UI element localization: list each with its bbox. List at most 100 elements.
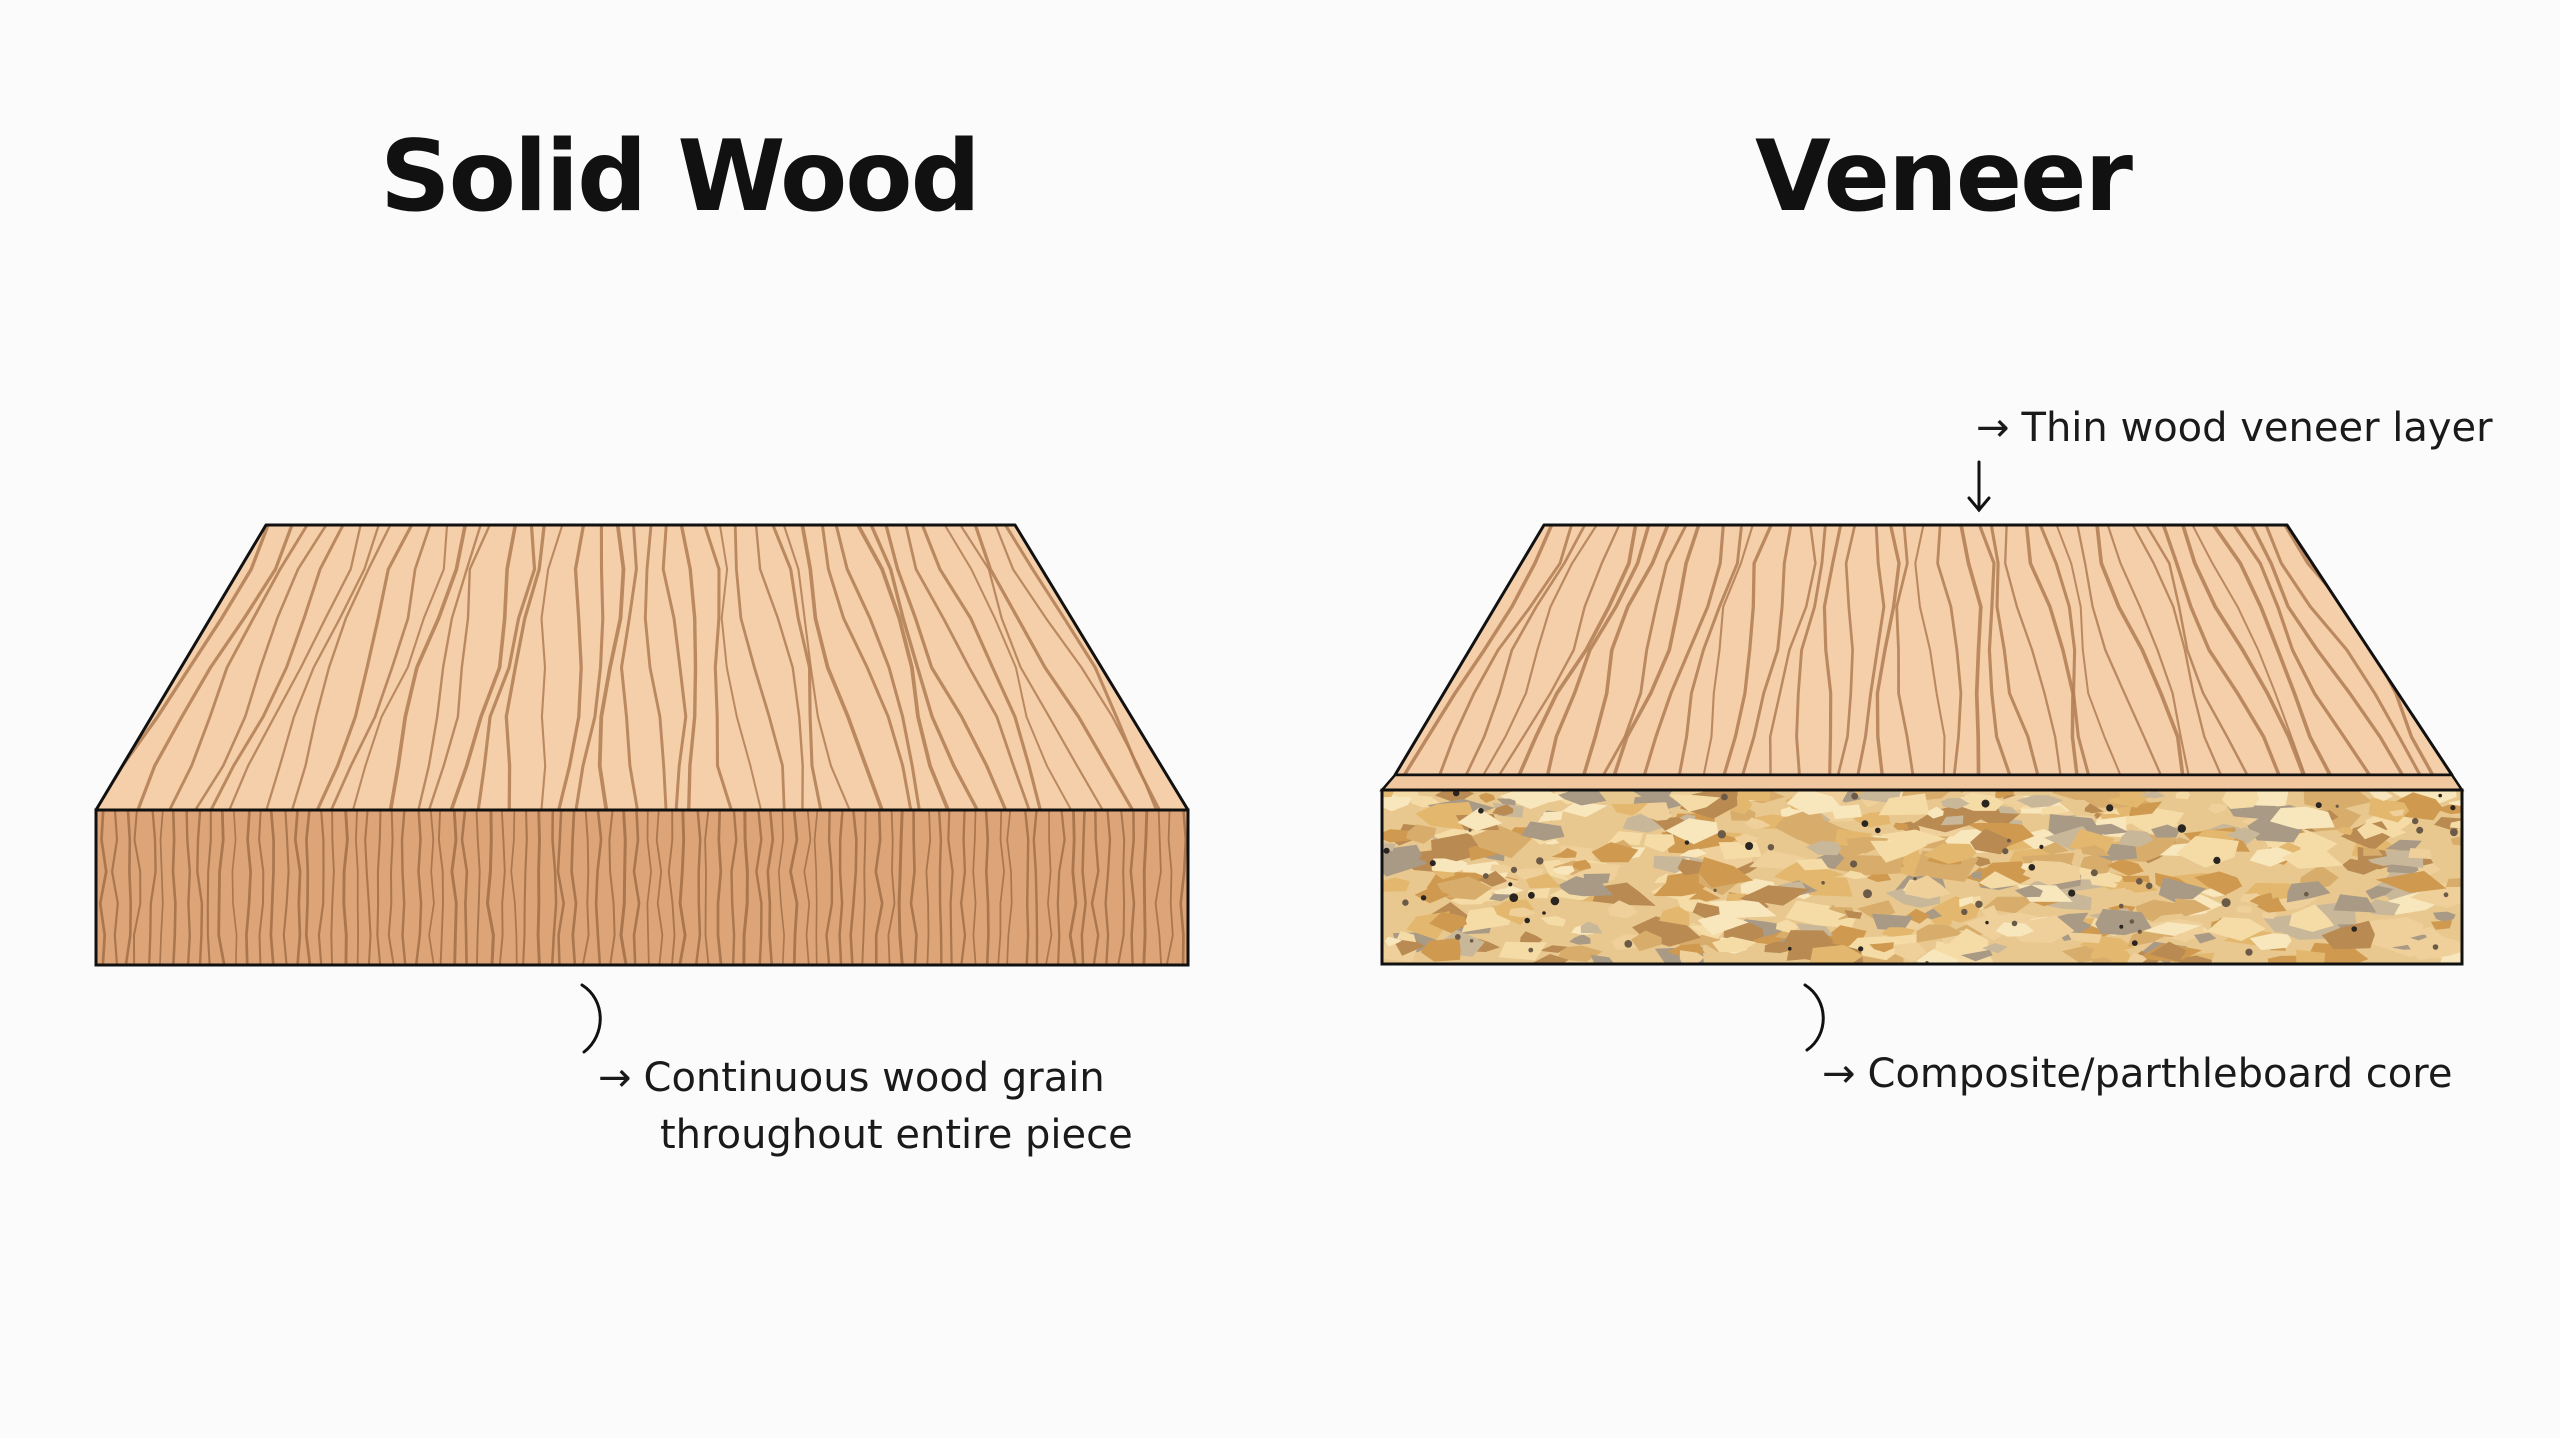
- grain-line: [1117, 810, 1126, 965]
- grain-line: [313, 525, 416, 810]
- particle-chip: [2206, 917, 2266, 941]
- particle-chip: [1643, 834, 1675, 853]
- particle-chip: [1478, 870, 1508, 887]
- particle-chip: [2375, 870, 2447, 893]
- particle-chip: [2175, 790, 2191, 800]
- particle-speck: [2351, 926, 2357, 932]
- grain-line: [428, 810, 435, 965]
- particle-chip: [1665, 818, 1719, 845]
- particle-chip: [1995, 922, 2034, 937]
- particle-chip: [1916, 924, 1965, 943]
- solid-top-grain: [96, 525, 1164, 810]
- grain-line: [887, 810, 896, 965]
- grain-line: [820, 525, 914, 810]
- particle-chip: [2095, 908, 2152, 936]
- particle-speck: [1961, 908, 1968, 916]
- particle-chip: [1551, 847, 1577, 858]
- particle-speck: [1788, 946, 1792, 951]
- grain-line: [667, 810, 676, 965]
- grain-line: [1462, 525, 1589, 775]
- grain-line: [2128, 525, 2225, 775]
- particle-chip: [2089, 871, 2124, 888]
- particle-speck: [2335, 804, 2339, 808]
- veneer-top-grain: [1399, 525, 2438, 775]
- particle-chip: [2449, 820, 2462, 829]
- grain-line: [510, 810, 518, 965]
- grain-line: [718, 525, 764, 810]
- particle-chip: [1664, 870, 1699, 893]
- particle-chip: [1739, 885, 1810, 906]
- particle-speck: [1524, 917, 1530, 924]
- particle-chip: [2379, 917, 2424, 941]
- grain-line: [504, 525, 547, 810]
- grain-line: [206, 810, 212, 965]
- particle-chip: [2235, 905, 2252, 913]
- grain-line: [733, 525, 786, 810]
- grain-line: [245, 810, 252, 965]
- particle-chip: [2315, 866, 2330, 877]
- particle-chip: [1435, 841, 1475, 856]
- grain-line: [536, 810, 541, 965]
- particle-chip: [2016, 795, 2064, 808]
- particle-chip: [2337, 827, 2353, 836]
- particle-chip: [1431, 858, 1468, 873]
- particle-speck: [2315, 802, 2322, 809]
- grain-line: [330, 810, 335, 965]
- grain-line: [416, 525, 484, 810]
- grain-line: [1958, 525, 1983, 775]
- particle-chip: [2321, 920, 2375, 950]
- grain-line: [581, 810, 590, 965]
- particle-chip: [1998, 794, 2033, 810]
- grain-line: [1875, 525, 1901, 775]
- particle-chip: [2348, 859, 2385, 873]
- particle-speck: [2068, 889, 2076, 897]
- grain-line: [769, 525, 824, 810]
- particle-chip: [2369, 791, 2394, 801]
- grain-line: [833, 525, 922, 810]
- particle-chip: [1870, 840, 1928, 863]
- particle-speck: [1509, 893, 1519, 902]
- particle-chip: [1869, 942, 1894, 953]
- particle-chip: [1540, 792, 1565, 803]
- grain-line: [861, 810, 867, 965]
- grain-line: [947, 810, 954, 965]
- particle-chip: [1940, 798, 1970, 810]
- grain-line: [185, 810, 192, 965]
- particle-speck: [2118, 903, 2124, 909]
- particle-chip: [1555, 790, 1607, 806]
- particle-speck: [1875, 827, 1881, 834]
- grain-line: [1080, 810, 1087, 965]
- grain-line: [2004, 525, 2063, 775]
- particle-chip: [1670, 794, 1721, 812]
- grain-line: [159, 810, 164, 965]
- particle-speck: [1863, 889, 1872, 899]
- grain-line: [694, 810, 702, 965]
- particle-speck: [2090, 869, 2098, 877]
- grain-line: [376, 810, 382, 965]
- grain-line: [1056, 810, 1066, 965]
- grain-line: [799, 525, 886, 810]
- grain-line: [1090, 810, 1100, 965]
- particle-speck: [2438, 793, 2442, 798]
- grain-line: [1835, 525, 1858, 775]
- particle-speck: [1469, 939, 1474, 943]
- grain-line: [918, 525, 1044, 810]
- particle-chip: [2080, 845, 2111, 857]
- particle-chip: [1608, 900, 1638, 919]
- grain-line: [1515, 525, 1639, 775]
- grain-line: [522, 810, 528, 965]
- particle-chip: [1382, 790, 1395, 798]
- veneer-board: [1379, 523, 2465, 966]
- particle-chip: [2149, 941, 2187, 962]
- grain-line: [704, 810, 710, 965]
- particle-chip: [2173, 898, 2212, 917]
- grain-line: [1165, 810, 1174, 965]
- particle-chip: [1572, 859, 1592, 871]
- grain-line: [217, 810, 226, 965]
- grain-line: [437, 810, 444, 965]
- particle-chip: [2249, 847, 2295, 867]
- particle-chip: [2118, 829, 2154, 847]
- right-arrow-icon: →: [1822, 1051, 1856, 1097]
- particle-speck: [1624, 940, 1633, 948]
- particle-speck: [1858, 946, 1864, 952]
